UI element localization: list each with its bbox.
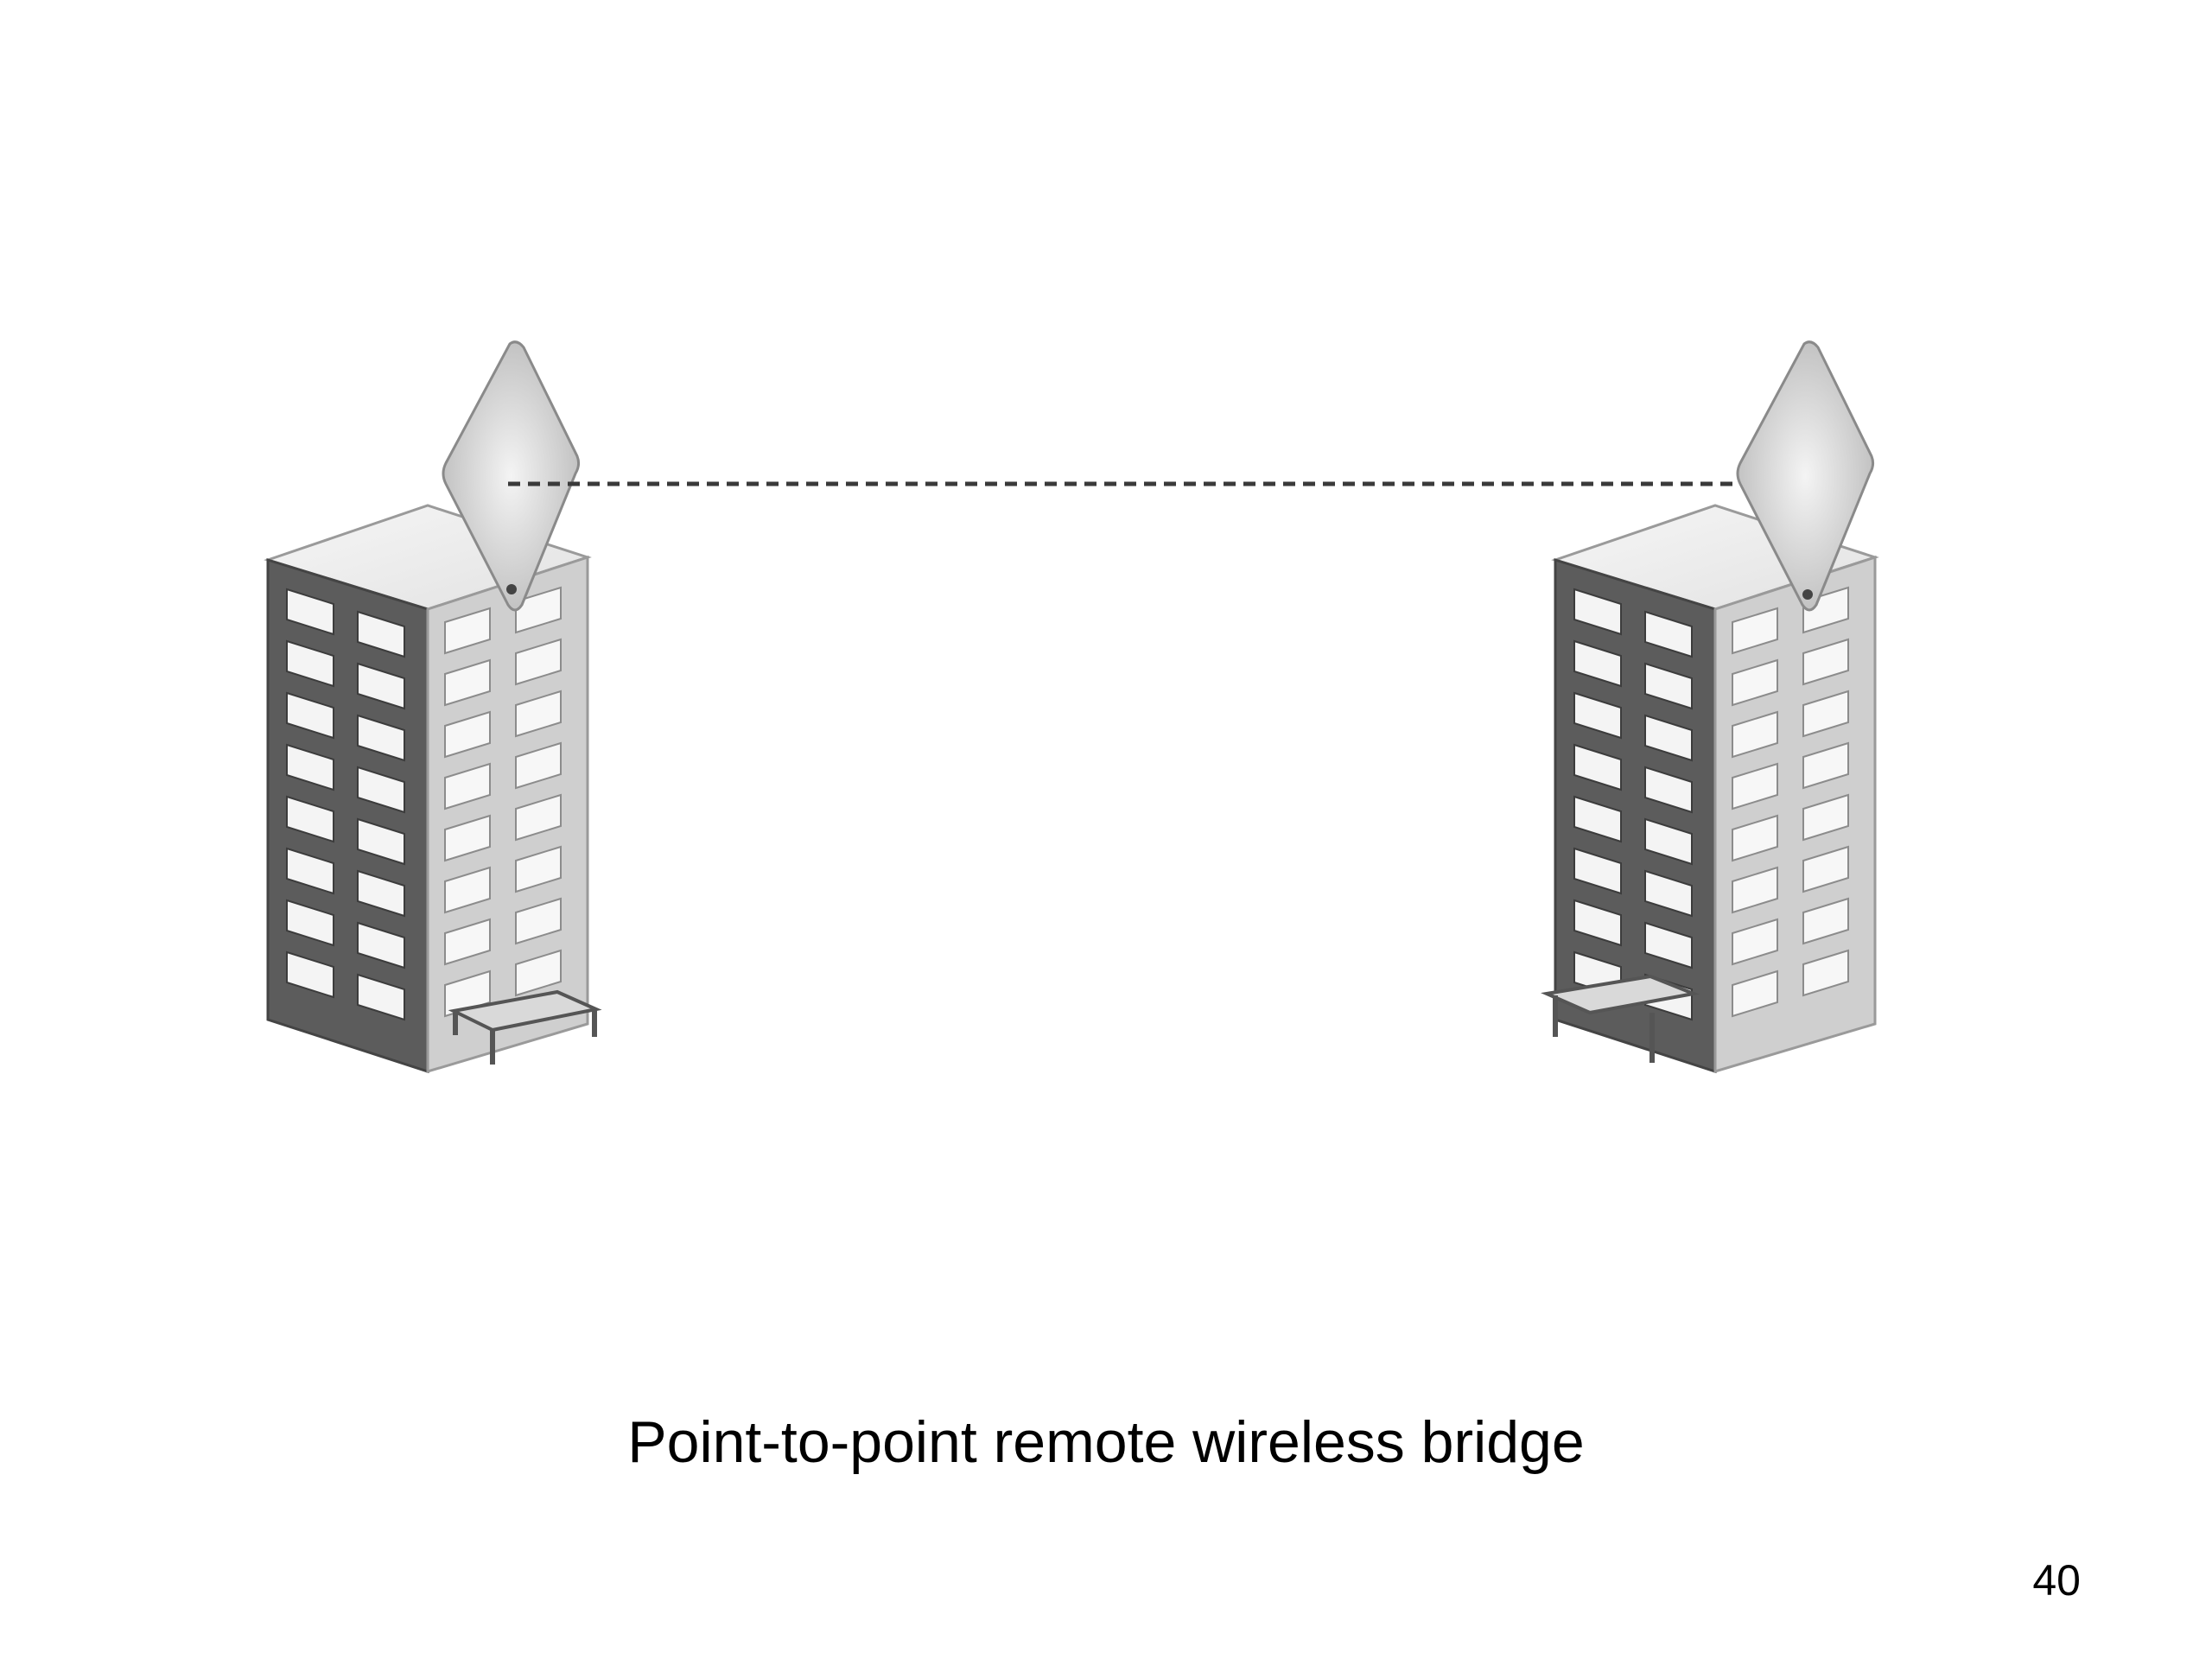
building-window <box>1732 814 1778 862</box>
building-window <box>1732 866 1778 914</box>
building-window <box>286 950 334 999</box>
building-window <box>1732 710 1778 759</box>
building-window <box>286 691 334 740</box>
building-window <box>1644 869 1693 918</box>
building-window <box>1644 662 1693 710</box>
right-building-icon <box>1541 504 1879 1074</box>
building-window <box>1573 847 1622 895</box>
right-bench-icon <box>1541 974 1700 1063</box>
building-window <box>1644 817 1693 866</box>
building-window <box>286 795 334 843</box>
diagram-caption: Point-to-point remote wireless bridge <box>627 1409 1585 1475</box>
building-window <box>1573 899 1622 947</box>
building-window <box>1644 921 1693 969</box>
building-window <box>357 817 405 866</box>
building-window <box>444 866 491 914</box>
left-bench-icon <box>448 989 602 1065</box>
building-window <box>1573 743 1622 791</box>
building-window <box>444 658 491 707</box>
building-window <box>515 793 562 842</box>
building-window <box>1802 845 1849 893</box>
left-building-windows <box>286 586 562 1021</box>
building-window <box>286 588 334 636</box>
building-window <box>1732 607 1778 655</box>
building-window <box>515 897 562 945</box>
building-window <box>286 899 334 947</box>
building-window <box>1732 918 1778 966</box>
building-window <box>444 710 491 759</box>
right-panel-antenna-icon <box>1736 340 1875 612</box>
building-window <box>286 847 334 895</box>
building-window <box>1732 762 1778 810</box>
building-window <box>1802 741 1849 790</box>
building-window <box>357 973 405 1021</box>
building-window <box>1802 949 1849 997</box>
left-building-icon <box>264 504 602 1074</box>
building-window <box>444 814 491 862</box>
building-window <box>444 918 491 966</box>
building-window <box>286 743 334 791</box>
building-window <box>1644 766 1693 814</box>
building-window <box>1732 969 1778 1018</box>
building-window <box>444 607 491 655</box>
building-window <box>1802 690 1849 738</box>
building-window <box>515 638 562 686</box>
page-number: 40 <box>2032 1556 2081 1605</box>
building-window <box>1802 793 1849 842</box>
building-window <box>357 921 405 969</box>
building-window <box>1802 638 1849 686</box>
building-window <box>515 690 562 738</box>
building-window <box>1573 691 1622 740</box>
building-window <box>1573 795 1622 843</box>
building-window <box>515 949 562 997</box>
building-window <box>357 766 405 814</box>
building-window <box>357 869 405 918</box>
building-window <box>515 845 562 893</box>
building-window <box>357 662 405 710</box>
building-window <box>444 762 491 810</box>
building-window <box>1644 610 1693 658</box>
building-window <box>1573 639 1622 688</box>
building-window <box>515 586 562 634</box>
building-window <box>1573 588 1622 636</box>
building-window <box>1732 658 1778 707</box>
building-window <box>286 639 334 688</box>
building-window <box>357 610 405 658</box>
left-panel-antenna-icon <box>442 340 581 612</box>
building-window <box>1802 897 1849 945</box>
building-window <box>515 741 562 790</box>
building-window <box>1644 714 1693 762</box>
building-window <box>357 714 405 762</box>
